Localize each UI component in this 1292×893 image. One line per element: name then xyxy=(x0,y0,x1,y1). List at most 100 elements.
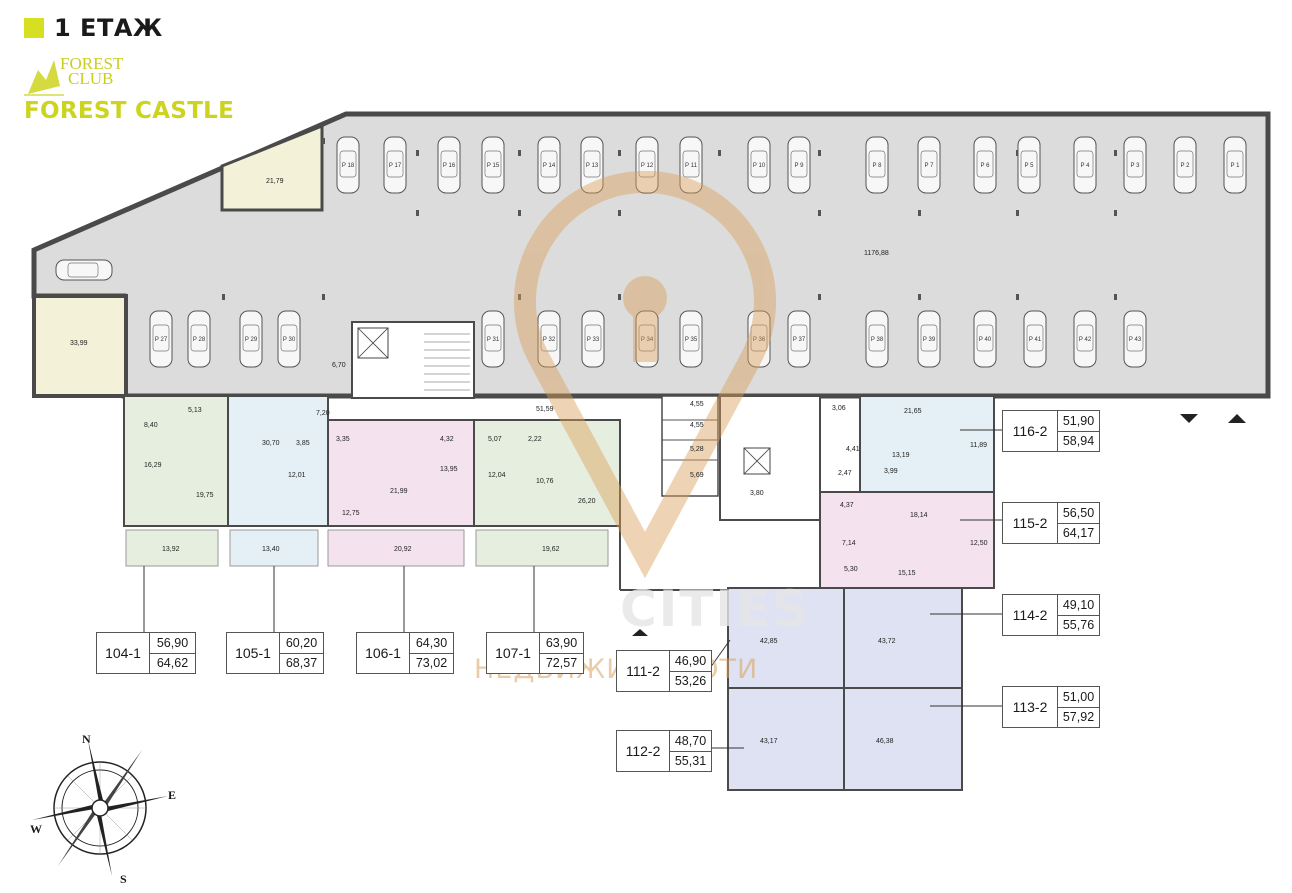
watermark-brand: CITIES xyxy=(620,580,811,638)
parking-spot: Р 36 xyxy=(747,310,771,368)
leader-lines xyxy=(143,429,1002,749)
unit-id: 106-1 xyxy=(357,633,410,673)
elevator-icon xyxy=(357,327,389,359)
parking-spot-label: Р 12 xyxy=(641,163,654,169)
unit-area-2: 57,92 xyxy=(1062,710,1095,725)
compass-east: E xyxy=(168,788,177,802)
room-area: 19,62 xyxy=(542,546,560,553)
unit-area-2: 64,17 xyxy=(1062,526,1095,541)
room-area: 46,38 xyxy=(876,738,894,745)
unit-area-1: 48,70 xyxy=(670,731,711,752)
unit-id: 116-2 xyxy=(1003,411,1058,451)
parking-spot-label: Р 36 xyxy=(753,337,766,343)
parking-spot-label: Р 6 xyxy=(980,163,990,169)
parking-spot: Р 16 xyxy=(437,136,461,194)
parking-spot-label: Р 13 xyxy=(586,163,599,169)
room-area: 12,50 xyxy=(970,540,988,547)
room-area: 5,28 xyxy=(690,446,704,453)
parking-spot-label: Р 28 xyxy=(193,337,206,343)
parking-spot: Р 17 xyxy=(383,136,407,194)
logo-line1: FOREST xyxy=(60,54,124,73)
corner-room xyxy=(220,123,324,212)
stairs-icon xyxy=(424,333,470,391)
parking-spot-label: Р 1 xyxy=(1230,163,1240,169)
unit-107-1-plan xyxy=(473,419,621,527)
room-area: 11,89 xyxy=(970,442,987,449)
room-area: 12,75 xyxy=(342,510,360,517)
room-area: 4,41 xyxy=(846,446,860,453)
corner-room-area: 21,79 xyxy=(266,178,284,185)
parking-spot: Р 2 xyxy=(1173,136,1197,194)
parking-spot: Р 40 xyxy=(973,310,997,368)
unit-113-2-plan xyxy=(843,687,963,791)
room-area: 3,99 xyxy=(884,468,898,475)
room-area: 12,01 xyxy=(288,472,306,479)
compass-rose-icon xyxy=(32,740,168,876)
unit-area-2: 55,31 xyxy=(674,754,707,769)
logo-text: FOREST CLUB xyxy=(60,54,124,87)
room-area: 13,40 xyxy=(262,546,280,553)
parking-spot: Р 15 xyxy=(481,136,505,194)
parking-spot: Р 12 xyxy=(635,136,659,194)
parking-spot-label: Р 9 xyxy=(794,163,804,169)
parking-spot: Р 14 xyxy=(537,136,561,194)
entry-arrow-2-icon xyxy=(632,629,648,636)
columns xyxy=(222,138,1117,300)
parking-spot: Р 13 xyxy=(580,136,604,194)
leaf-icon xyxy=(24,60,64,96)
room-area: 10,76 xyxy=(536,478,554,485)
room-area: 7,14 xyxy=(842,540,856,547)
room-area: 3,85 xyxy=(296,440,310,447)
room-area: 18,14 xyxy=(910,512,928,519)
left-room-area: 33,99 xyxy=(70,340,88,347)
parking-spot-label: Р 15 xyxy=(487,163,500,169)
room-area: 4,32 xyxy=(440,436,454,443)
unit-area-1: 49,10 xyxy=(1058,595,1099,616)
unit-id: 104-1 xyxy=(97,633,150,673)
room-area: 5,69 xyxy=(690,472,704,479)
parking-spot: Р 27 xyxy=(149,310,173,368)
room-area: 51,59 xyxy=(536,406,554,413)
parking-spot-label: Р 39 xyxy=(923,337,936,343)
parking-spot: Р 1 xyxy=(1223,136,1247,194)
room-area: 4,37 xyxy=(840,502,854,509)
unit-id: 115-2 xyxy=(1003,503,1058,543)
room-area: 13,19 xyxy=(892,452,910,459)
room-area: 5,30 xyxy=(844,566,858,573)
elevator-2-icon xyxy=(743,447,771,475)
unit-area-2: 68,37 xyxy=(285,656,318,671)
room-area: 20,92 xyxy=(394,546,412,553)
floor-header: 1 ЕТАЖ xyxy=(24,14,163,42)
room-area: 2,22 xyxy=(528,436,542,443)
terrace-105-1 xyxy=(229,529,319,567)
terrace-106-1 xyxy=(327,529,465,567)
parking-spot: Р 6 xyxy=(973,136,997,194)
room-area: 3,06 xyxy=(832,405,846,412)
parking-spot-label: Р 27 xyxy=(155,337,168,343)
unit-116-2-plan xyxy=(859,395,995,493)
unit-id: 113-2 xyxy=(1003,687,1058,727)
pin-watermark-icon xyxy=(514,170,776,579)
parking-spot: Р 18 xyxy=(336,136,360,194)
parking-spot: Р 35 xyxy=(679,310,703,368)
room-area: 13,92 xyxy=(162,546,180,553)
accent-square xyxy=(24,18,44,38)
parking-spot: Р 41 xyxy=(1023,310,1047,368)
parking-spot-label: Р 18 xyxy=(342,163,355,169)
compass-west: W xyxy=(30,822,42,836)
room-area: 43,17 xyxy=(760,738,778,745)
parking-spot-label: Р 2 xyxy=(1180,163,1190,169)
unit-area-1: 63,90 xyxy=(540,633,583,654)
